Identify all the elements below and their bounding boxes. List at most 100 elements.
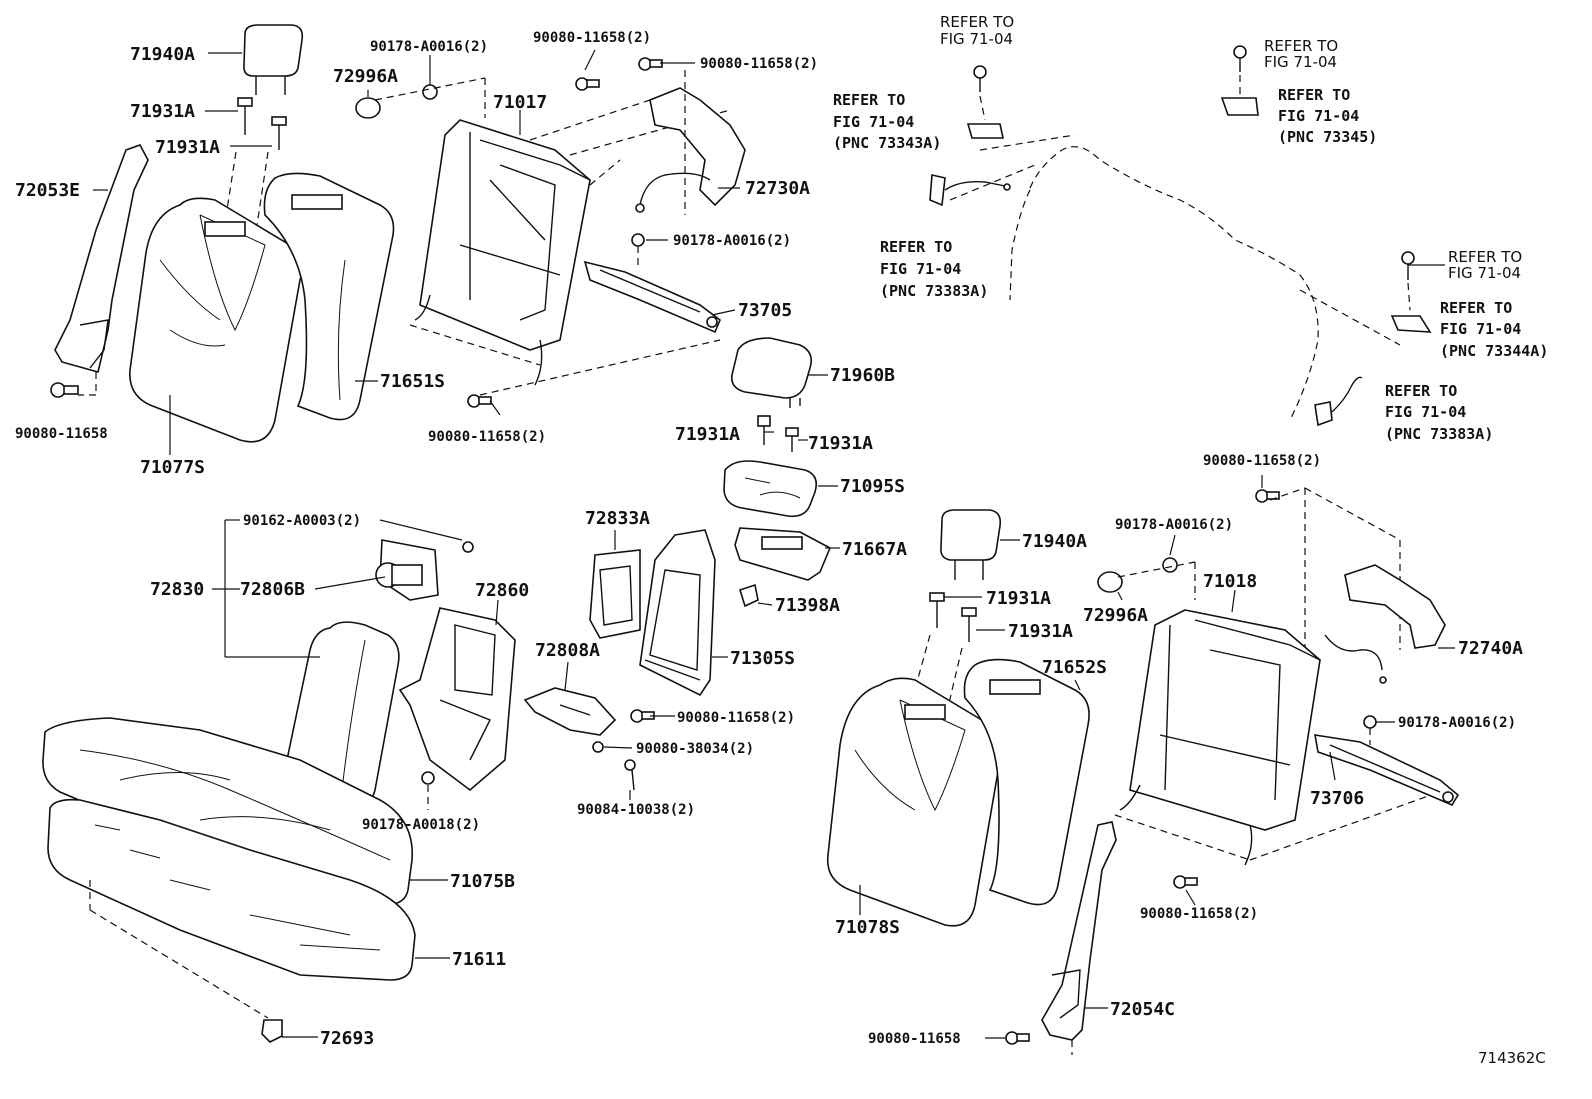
label-72996A-right: 72996A [1083, 605, 1148, 626]
refer-bracket-73343A [966, 123, 1004, 139]
refer6-line1: REFER TO [1448, 248, 1522, 266]
bolt-90080-38034 [592, 741, 604, 753]
guide-71931A-right-2 [961, 607, 977, 642]
label-90080-38034: 90080-38034(2) [636, 741, 754, 757]
refer-bracket-73345 [1220, 97, 1259, 116]
label-71931A-right-1: 71931A [986, 588, 1051, 609]
label-72730A: 72730A [745, 178, 810, 199]
seatback-cushion-71078S [826, 677, 1003, 927]
label-71075B: 71075B [450, 871, 515, 892]
label-71931A-mid-1: 71931A [675, 424, 740, 445]
cap-72996A-right [1097, 571, 1123, 593]
holder-72833A [589, 549, 641, 639]
refer7-line1: REFER TO [1440, 299, 1512, 317]
bolt-90080-11658-top-2 [638, 57, 663, 71]
label-72833A: 72833A [585, 508, 650, 529]
refer7-line3: (PNC 73344A) [1440, 342, 1548, 360]
bolt-90084-10038 [624, 759, 636, 791]
bolt-90080-11658-top-1 [575, 77, 600, 91]
hinge-72808A [523, 687, 617, 736]
refer8-line3: (PNC 73383A) [1385, 425, 1493, 443]
label-90178-A0016-R1: 90178-A0016(2) [1115, 517, 1233, 533]
side-trim-72054C [1041, 821, 1117, 1041]
label-72830: 72830 [150, 579, 204, 600]
motor-72806B [375, 539, 439, 601]
label-90080-11658-right: 90080-11658 [868, 1031, 961, 1047]
label-72806B: 72806B [240, 579, 305, 600]
label-90080-11658-left: 90080-11658 [15, 426, 108, 442]
bolt-90080-11658-R2 [1173, 875, 1198, 889]
label-71652S: 71652S [1042, 657, 1107, 678]
label-71931A-left-1: 71931A [130, 101, 195, 122]
headrest-guide-71931A-left-1 [237, 97, 253, 135]
label-90080-11658-top-2: 90080-11658(2) [700, 56, 818, 72]
label-90162-A0003: 90162-A0003(2) [243, 513, 361, 529]
label-71931A-right-2: 71931A [1008, 621, 1073, 642]
refer-notes: REFER TO FIG 71-04 REFER TO FIG 71-04 (P… [833, 13, 1548, 443]
label-71940A-right: 71940A [1022, 531, 1087, 552]
label-90178-A0018: 90178-A0018(2) [362, 817, 480, 833]
refer1-line2: FIG 71-04 [940, 30, 1013, 48]
label-71651S: 71651S [380, 371, 445, 392]
label-90080-11658-R1: 90080-11658(2) [1203, 453, 1321, 469]
label-72996A-left: 72996A [333, 66, 398, 87]
label-73705: 73705 [738, 300, 792, 321]
refer6-line2: FIG 71-04 [1448, 264, 1521, 282]
refer-wire-73383A-left [929, 174, 1011, 207]
refer8-line2: FIG 71-04 [1385, 403, 1466, 421]
label-90080-11658-frame: 90080-11658(2) [428, 429, 546, 445]
headrest-guide-71931A-left-2 [271, 116, 287, 150]
refer-bolt-3 [1401, 251, 1415, 280]
label-90084-10038: 90084-10038(2) [577, 802, 695, 818]
guide-71931A-right-1 [929, 592, 945, 628]
label-71667A: 71667A [842, 539, 907, 560]
refer3-line2: FIG 71-04 [880, 260, 961, 278]
seat-cushion-cover-71075B [42, 717, 413, 906]
label-90080-11658-R2: 90080-11658(2) [1140, 906, 1258, 922]
label-72740A: 72740A [1458, 638, 1523, 659]
leader-lines [93, 49, 1455, 1039]
refer8-line1: REFER TO [1385, 382, 1457, 400]
bolt-90080-11658-left [50, 382, 79, 398]
bolt-90080-11658-frame [467, 394, 492, 408]
refer-bracket-73344A [1390, 315, 1432, 333]
clip-71398A [739, 583, 759, 608]
label-71931A-left-2: 71931A [155, 137, 220, 158]
armrest-headrest-71960B [730, 337, 813, 408]
label-90178-A0016-mid: 90178-A0016(2) [673, 233, 791, 249]
headrest-71940A-left [243, 24, 304, 95]
label-71960B: 71960B [830, 365, 895, 386]
refer4-line1: REFER TO [1264, 37, 1338, 55]
side-trim-72053E [54, 144, 149, 373]
label-71305S: 71305S [730, 648, 795, 669]
seatback-frame-71018 [1119, 609, 1321, 866]
label-71078S: 71078S [835, 917, 900, 938]
bolt-90162-A0003 [462, 541, 474, 553]
nut-90178-A0018 [421, 771, 435, 785]
lock-assembly-72730A [635, 87, 746, 213]
label-90178-A0016-R2: 90178-A0016(2) [1398, 715, 1516, 731]
nut-90178-A0016-R1 [1162, 557, 1178, 573]
label-71077S: 71077S [140, 457, 205, 478]
label-90178-A0016-top: 90178-A0016(2) [370, 39, 488, 55]
label-71611: 71611 [452, 949, 506, 970]
bracket-73706 [1314, 734, 1460, 807]
refer-wire-73383A-right [1314, 376, 1363, 427]
label-71940A-left: 71940A [130, 44, 195, 65]
refer5-line3: (PNC 73345) [1278, 128, 1377, 146]
seatback-pad-71652S [963, 658, 1090, 906]
label-90080-11658-arm: 90080-11658(2) [677, 710, 795, 726]
label-71931A-mid-2: 71931A [808, 433, 873, 454]
refer1-line1: REFER TO [940, 13, 1014, 31]
label-72053E: 72053E [15, 180, 80, 201]
refer2-line1: REFER TO [833, 91, 905, 109]
figure-id: 714362C [1478, 1049, 1546, 1067]
label-90080-11658-top-1: 90080-11658(2) [533, 30, 651, 46]
guide-71931A-mid-2 [785, 427, 799, 452]
refer-bolt-2 [1233, 45, 1247, 72]
refer4-line2: FIG 71-04 [1264, 53, 1337, 71]
bolt-90080-11658-right [1005, 1031, 1030, 1045]
seatback-frame-71017 [414, 119, 591, 386]
armrest-base-71667A [734, 527, 832, 581]
refer-bolt-1 [973, 65, 987, 92]
